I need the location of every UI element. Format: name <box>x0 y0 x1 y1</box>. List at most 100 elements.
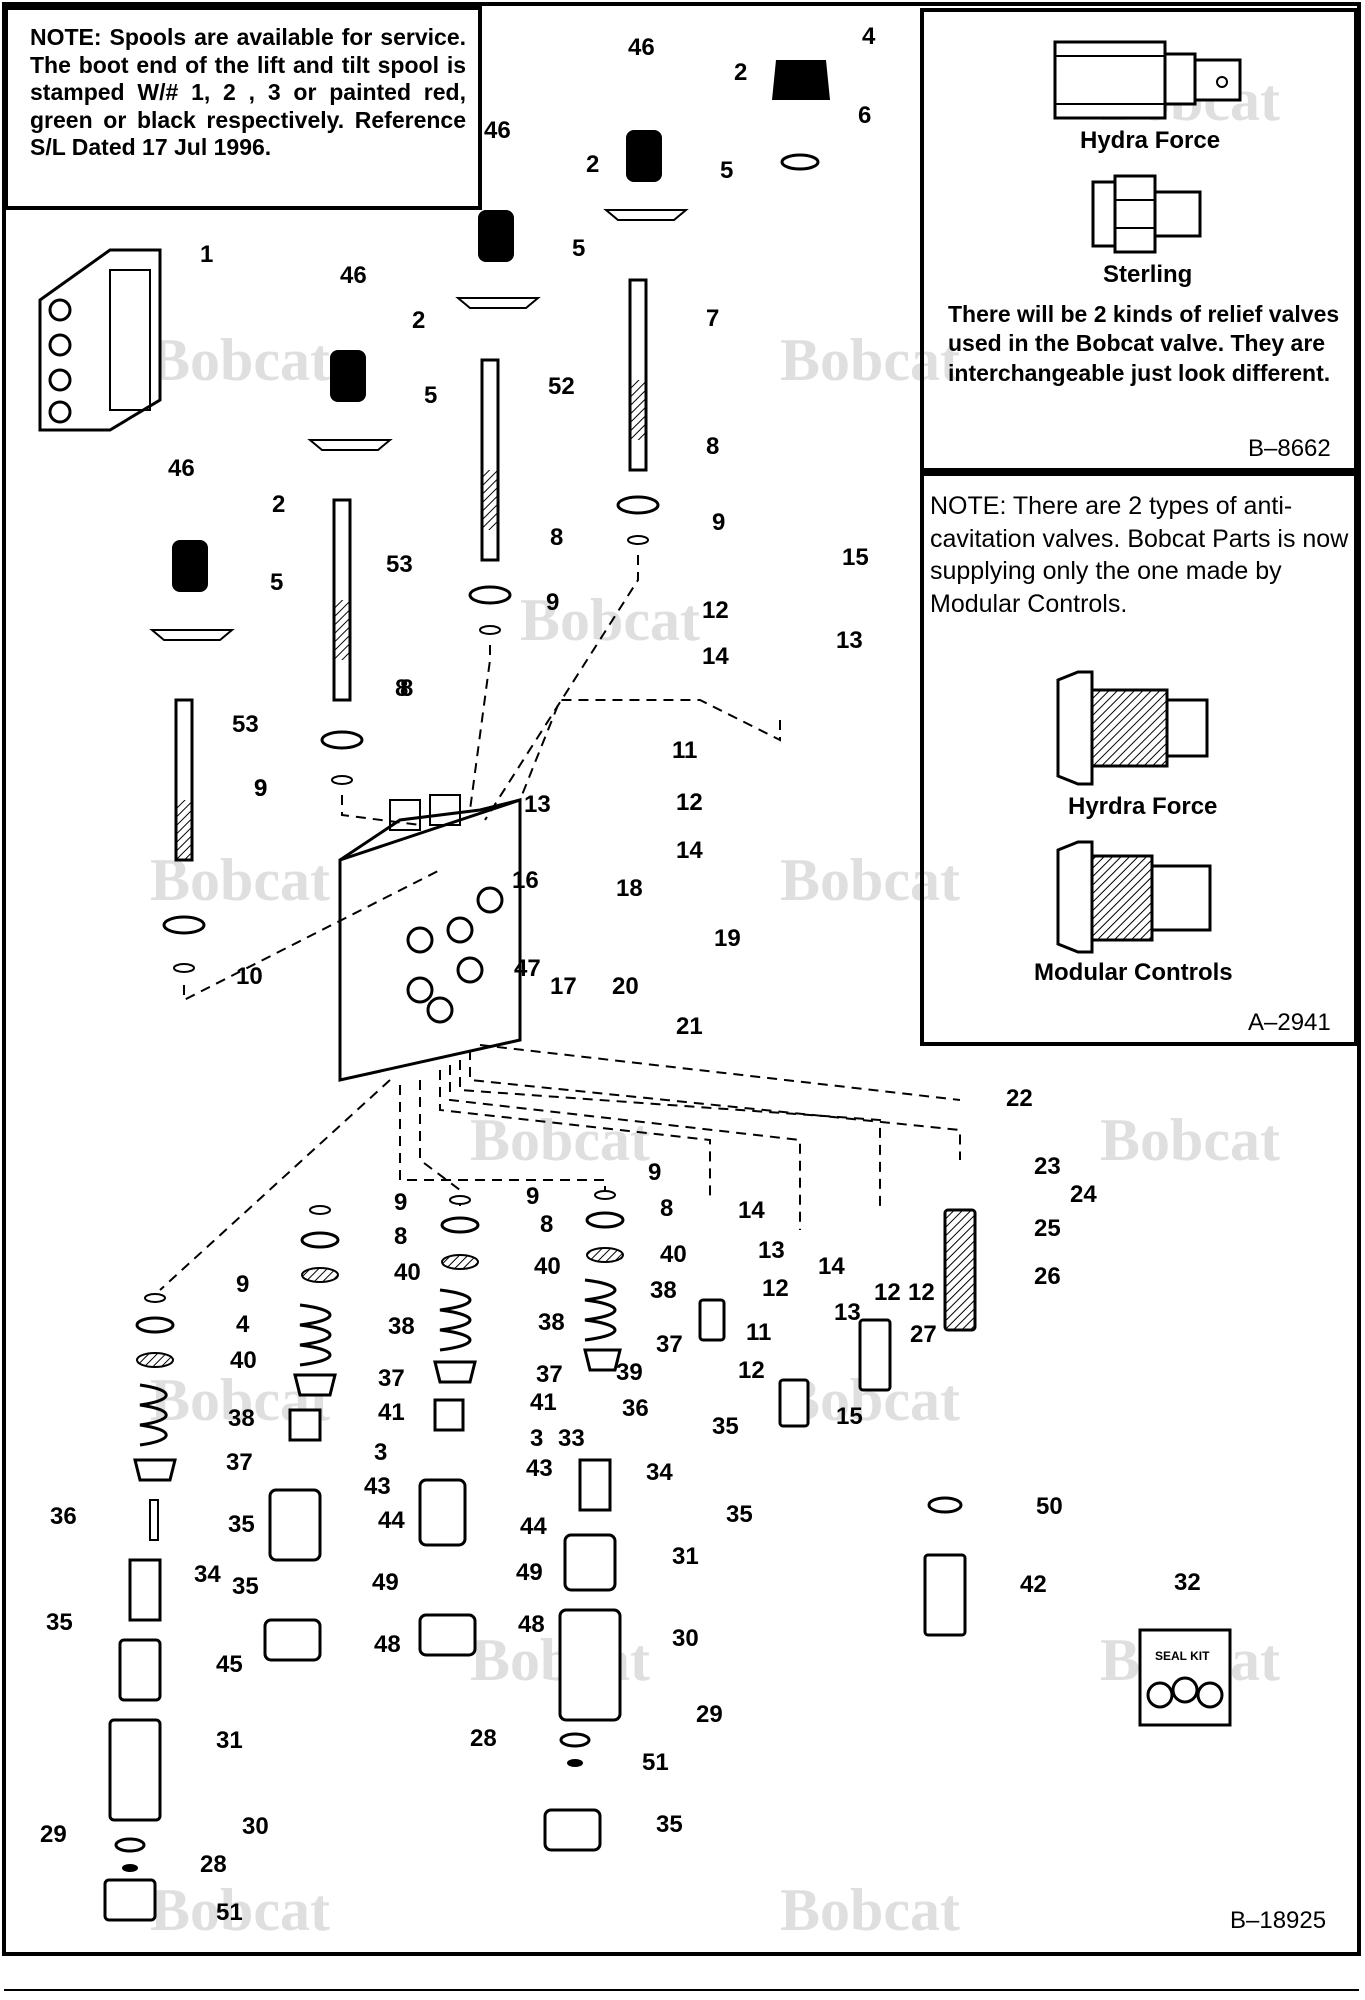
callout-label: 22 <box>1006 1085 1033 1112</box>
callout-label: 38 <box>538 1309 565 1336</box>
callout-label: 10 <box>236 963 263 990</box>
callout-label: 1 <box>200 241 213 268</box>
callout-label: 53 <box>386 551 413 578</box>
callout-label: 11 <box>672 737 697 764</box>
callout-labels: 46 2 4 6 5 46 2 5 1 7 46 2 5 52 8 9 46 2… <box>40 23 1201 1926</box>
callout-label: 12 <box>762 1275 789 1302</box>
callout-label: 13 <box>836 627 863 654</box>
callout-label: 9 <box>254 775 267 802</box>
callout-label: 2 <box>586 151 599 178</box>
callout-label: 46 <box>628 34 655 61</box>
callout-label: 34 <box>194 1561 221 1588</box>
callout-label: 49 <box>372 1569 399 1596</box>
callout-label: 37 <box>226 1449 253 1476</box>
callout-label: 29 <box>696 1701 723 1728</box>
relief-caption-hydra-force: Hydra Force <box>1080 127 1220 154</box>
callout-label: 46 <box>168 455 195 482</box>
callout-label: 2 <box>272 491 285 518</box>
spool-3 <box>455 210 541 635</box>
callout-label: 11 <box>746 1319 771 1346</box>
valve-body <box>338 794 522 1082</box>
callout-label: 28 <box>470 1725 497 1752</box>
lower-stack-third <box>418 1195 480 1657</box>
callout-label: 34 <box>646 1459 673 1486</box>
callout-label: 38 <box>228 1405 255 1432</box>
hydra-force-relief-valve <box>1053 40 1242 120</box>
callout-label: 5 <box>270 569 283 596</box>
callout-label: 23 <box>1034 1153 1061 1180</box>
callout-label: 35 <box>726 1501 753 1528</box>
watermark: Bobcat <box>520 587 700 653</box>
callout-label: 5 <box>424 382 437 409</box>
anticav-caption-hyrdra-force: Hyrdra Force <box>1068 793 1217 820</box>
callout-label: 36 <box>50 1503 77 1530</box>
callout-label: 8 <box>394 1223 407 1250</box>
callout-label: 12 <box>676 789 703 816</box>
callout-label: 8 <box>550 524 563 551</box>
note-anticavitation: NOTE: There are 2 types of anti-cavitati… <box>930 492 1349 618</box>
callout-label: 4 <box>236 1311 250 1338</box>
callout-label: 6 <box>858 102 871 129</box>
callout-label: 24 <box>1070 1181 1097 1208</box>
callout-label: 25 <box>1034 1215 1061 1242</box>
callout-label: 43 <box>526 1455 553 1482</box>
callout-label: 45 <box>216 1651 243 1678</box>
anticav-valves-right <box>698 1208 977 1637</box>
callout-label: 40 <box>660 1241 687 1268</box>
callout-label: 29 <box>40 1821 67 1848</box>
main-diagram-ref: B–18925 <box>1230 1907 1326 1934</box>
callout-label: 42 <box>1020 1571 1047 1598</box>
callout-label: 35 <box>232 1573 259 1600</box>
watermark: Bobcat <box>150 1877 330 1943</box>
callout-label: 3 <box>530 1425 543 1452</box>
lower-stack-second <box>263 1205 340 1662</box>
callout-label: 9 <box>648 1159 661 1186</box>
callout-label: 35 <box>46 1609 73 1636</box>
callout-label: 2 <box>412 307 425 334</box>
callout-label: 12 <box>738 1357 765 1384</box>
callout-label: 9 <box>394 1189 407 1216</box>
callout-label: 15 <box>842 544 869 571</box>
callout-label: 40 <box>230 1347 257 1374</box>
callout-label: 46 <box>340 262 367 289</box>
callout-label: 44 <box>378 1507 405 1534</box>
hydra-force-anticav-valve <box>1056 670 1209 786</box>
spool-4 <box>603 130 689 545</box>
note-spools: NOTE: Spools are available for service. … <box>30 24 466 161</box>
callout-label: 48 <box>518 1611 545 1638</box>
anticav-caption-modular-controls: Modular Controls <box>1034 959 1233 986</box>
modular-controls-anticav-valve <box>1056 840 1212 954</box>
callout-label: 39 <box>616 1359 643 1386</box>
callout-label: 37 <box>656 1331 683 1358</box>
callout-label: 18 <box>616 875 643 902</box>
relief-inset-ref: B–8662 <box>1248 435 1331 462</box>
watermark: Bobcat <box>470 1107 650 1173</box>
callout-label: 31 <box>216 1727 243 1754</box>
note-box-spools <box>4 6 482 210</box>
callout-label: 21 <box>676 1013 703 1040</box>
callout-label: 36 <box>622 1395 649 1422</box>
note-relief-valves: There will be 2 kinds of relief valves u… <box>948 301 1340 386</box>
callout-label: 14 <box>676 837 703 864</box>
dashed-leaders <box>159 555 961 1291</box>
callout-label: 35 <box>656 1811 683 1838</box>
callout-label: 30 <box>242 1813 269 1840</box>
boot-4 <box>772 60 830 171</box>
callout-label: 31 <box>672 1543 699 1570</box>
callout-label: 12 <box>702 597 729 624</box>
callout-label: 8 <box>660 1195 673 1222</box>
callout-label: 40 <box>534 1253 561 1280</box>
callout-label: 4 <box>862 23 876 50</box>
callout-label: 35 <box>712 1413 739 1440</box>
callout-label: 17 <box>550 973 577 1000</box>
callout-label: 12 <box>908 1279 935 1306</box>
callout-label: 44 <box>520 1513 547 1540</box>
callout-label: 5 <box>720 157 733 184</box>
callout-label: 13 <box>758 1237 785 1264</box>
anticav-inset-ref: A–2941 <box>1248 1009 1331 1036</box>
callout-label: 52 <box>548 373 575 400</box>
callout-label: 33 <box>558 1425 585 1452</box>
spool-1 <box>149 540 235 973</box>
watermark: Bobcat <box>1100 1107 1280 1173</box>
seal-kit-label: SEAL KIT <box>1155 1649 1210 1663</box>
